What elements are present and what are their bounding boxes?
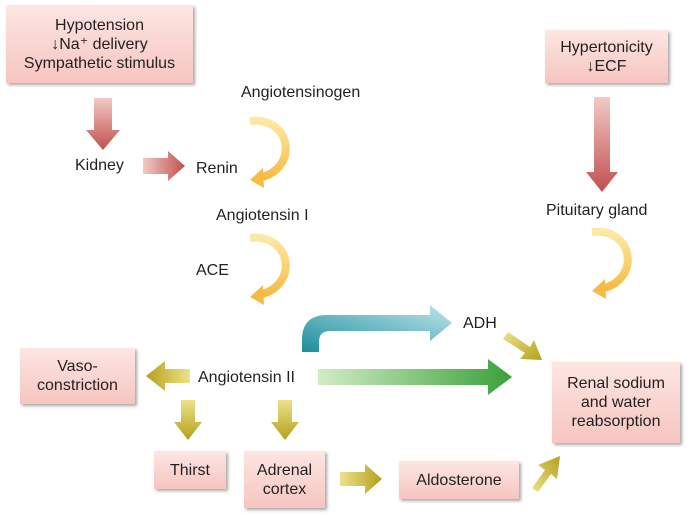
curved-arrow-ace-head (250, 285, 264, 305)
adh-label: ADH (463, 315, 497, 332)
arrow-kidney-to-renin (143, 151, 185, 181)
renal-line-1: Renal sodium (567, 375, 665, 392)
adrenal-line-2: cortex (262, 480, 307, 498)
stimulus-ecf: ↓ECF (586, 57, 627, 75)
adrenal-line-1: Adrenal (256, 461, 313, 479)
arrow-angiotensin-to-adh (302, 305, 452, 352)
curved-arrow-renin-head (250, 168, 264, 188)
arrow-to-thirst (174, 400, 202, 440)
aldosterone-box: Aldosterone (399, 461, 519, 499)
stimulus-na-delivery: ↓Na⁺ delivery (51, 35, 148, 53)
thirst-label: Thirst (170, 461, 210, 479)
thirst-box: Thirst (154, 451, 226, 489)
angiotensinogen-label: Angiotensinogen (241, 84, 361, 101)
arrow-adrenal-to-aldosterone (340, 464, 382, 494)
kidney-label: Kidney (75, 157, 124, 174)
stimulus-box-right: Hypertonicity ↓ECF (545, 30, 668, 83)
vasoconstriction-line-2: constriction (37, 377, 118, 394)
aldosterone-label: Aldosterone (416, 471, 502, 489)
arrow-hypertonicity-to-pituitary (586, 97, 618, 192)
stimulus-hypotension: Hypotension (55, 16, 144, 34)
stimulus-box-left: Hypotension ↓Na⁺ delivery Sympathetic st… (6, 5, 193, 83)
curved-arrow-pituitary-head (592, 279, 606, 299)
stimulus-hypertonicity: Hypertonicity (560, 38, 653, 56)
stimulus-sympathetic: Sympathetic stimulus (23, 54, 176, 72)
arrow-aldosterone-to-renal (532, 456, 560, 492)
curved-arrow-ace (249, 233, 290, 299)
vasoconstriction-line-1: Vaso- (57, 358, 98, 375)
angiotensin-1-label: Angiotensin I (216, 207, 309, 224)
angiotensin-2-label: Angiotensin II (198, 369, 295, 386)
arrow-angiotensin-to-renal (318, 359, 512, 395)
arrow-adh-to-renal (503, 332, 542, 360)
renin-label: Renin (196, 160, 238, 177)
arrow-to-adrenal (271, 400, 299, 440)
ace-label: ACE (196, 262, 229, 279)
renal-line-3: reabsorption (571, 413, 661, 430)
pituitary-label: Pituitary gland (546, 202, 648, 219)
arrow-stimulus-to-kidney (86, 98, 120, 150)
curved-arrow-pituitary (591, 227, 632, 293)
renal-line-2: and water (580, 394, 652, 411)
vasoconstriction-box: Vaso- constriction (20, 348, 135, 404)
curved-arrow-renin (249, 116, 290, 182)
arrow-to-vasoconstriction (146, 361, 190, 391)
renal-box: Renal sodium and water reabsorption (552, 362, 680, 443)
adrenal-cortex-box: Adrenal cortex (244, 451, 325, 508)
